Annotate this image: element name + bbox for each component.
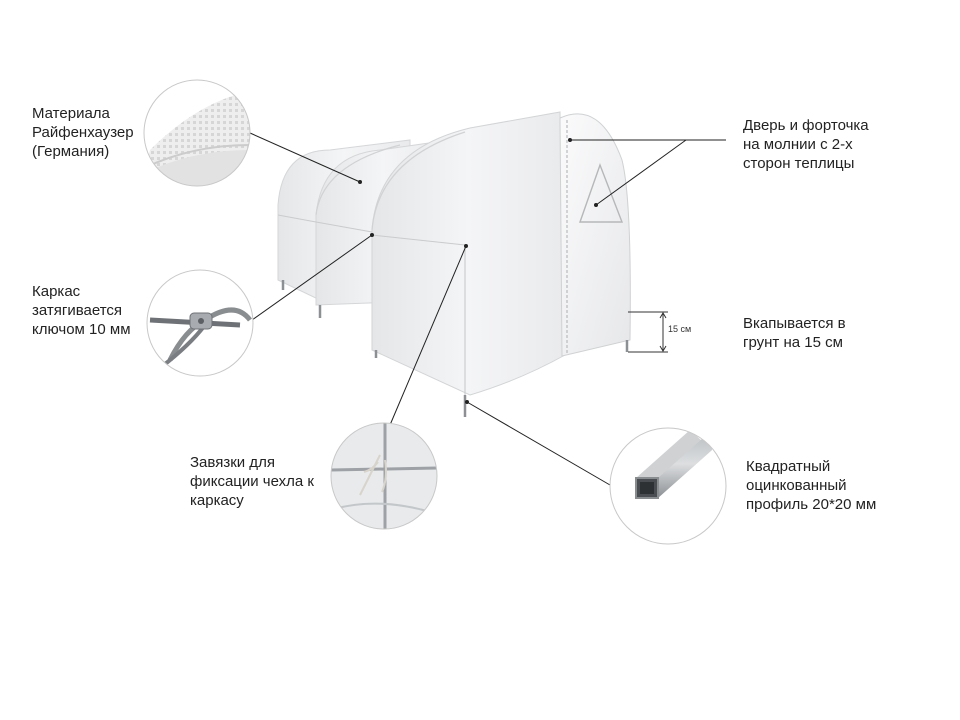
leader-frame: [251, 234, 373, 321]
fabric-texture-icon: [143, 79, 251, 187]
depth-dimension: [628, 311, 668, 353]
leader-ties: [389, 245, 467, 426]
material-label: Материала Райфенхаузер (Германия): [32, 105, 134, 160]
frame-label: Каркас затягивается ключом 10 мм: [32, 283, 131, 338]
dimension-label: 15 см: [668, 324, 692, 334]
leader-material: [249, 132, 361, 183]
leader-dots: [358, 138, 598, 404]
greenhouse-end-wall: [559, 113, 631, 357]
leader-vent: [595, 139, 687, 206]
door-label: Дверь и форточка на молнии с 2-х сторон …: [743, 117, 869, 172]
leader-lines: [249, 132, 726, 486]
greenhouse-side-wall: [371, 111, 566, 396]
leader-profile: [466, 401, 611, 486]
ties-label: Завязки для фиксации чехла к каркасу: [190, 454, 314, 509]
ground-label: Вкапывается в грунт на 15 см: [743, 315, 846, 351]
vent-window: [579, 162, 624, 223]
square-tube-icon: [609, 427, 727, 545]
profile-label: Квадратный оцинкованный профиль 20*20 мм: [746, 458, 877, 513]
frame-legs: [281, 280, 629, 417]
tie-strings-icon: [330, 422, 438, 530]
greenhouse: [277, 111, 631, 417]
frame-joint-icon: [146, 269, 254, 377]
